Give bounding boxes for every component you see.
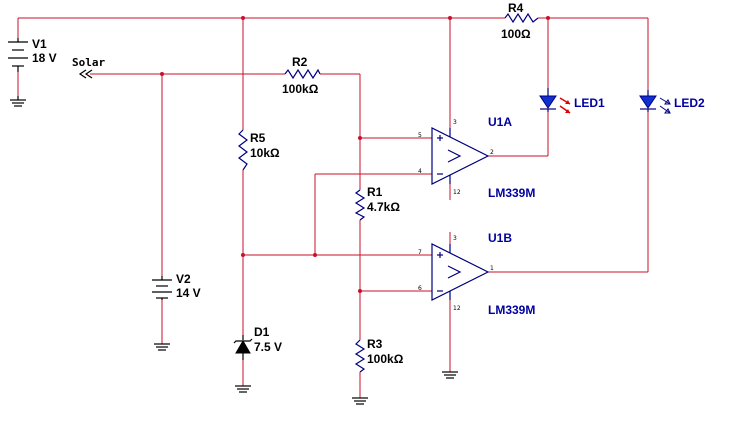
r5-value-label: 10kΩ: [250, 146, 280, 160]
led2-symbol[interactable]: [639, 90, 671, 114]
ground-icon: [154, 343, 170, 351]
light-emission-icon: [559, 97, 571, 114]
u1b-pin-inplus: 7: [418, 249, 422, 256]
ground-icon: [352, 397, 368, 405]
u1b-pin-out: 1: [490, 265, 494, 272]
u1b-pin-vplus: 3: [453, 235, 457, 242]
comparator-u1b-symbol[interactable]: [431, 243, 490, 301]
u1b-part-label: LM339M: [488, 303, 535, 317]
resistor-r2-symbol[interactable]: [284, 68, 321, 80]
r4-value-label: 100Ω: [501, 27, 531, 41]
solar-net-label: Solar: [72, 56, 105, 69]
u1b-name-label: U1B: [488, 231, 512, 245]
r1-value-label: 4.7kΩ: [367, 200, 400, 214]
u1a-part-label: LM339M: [488, 186, 535, 200]
u1a-name-label: U1A: [488, 115, 512, 129]
resistor-r5-symbol[interactable]: [238, 129, 248, 171]
u1b-pin-gnd: 12: [453, 305, 461, 312]
v2-name-label: V2: [176, 272, 191, 286]
led2-name-label: LED2: [674, 96, 705, 110]
resistor-r4-symbol[interactable]: [504, 12, 539, 24]
wires: [17, 17, 649, 398]
resistor-r1-symbol[interactable]: [354, 189, 366, 221]
comparator-u1a-symbol[interactable]: [431, 127, 490, 185]
r5-name-label: R5: [250, 131, 266, 145]
battery-v1-symbol[interactable]: [8, 38, 28, 72]
u1b-pin-inminus: 6: [418, 285, 422, 292]
v2-value-label: 14 V: [176, 286, 201, 300]
v1-name-label: V1: [32, 37, 47, 51]
ground-icon: [235, 385, 251, 393]
r2-value-label: 100kΩ: [282, 82, 319, 96]
r3-value-label: 100kΩ: [367, 352, 404, 366]
r1-name-label: R1: [367, 185, 383, 199]
d1-value-label: 7.5 V: [254, 340, 282, 354]
junctions: [160, 16, 550, 293]
v1-value-label: 18 V: [32, 51, 57, 65]
u1a-pin-inplus: 5: [418, 132, 422, 139]
r4-name-label: R4: [508, 1, 524, 15]
solar-connector-icon[interactable]: [78, 69, 93, 79]
led1-name-label: LED1: [574, 96, 605, 110]
u1a-pin-inminus: 4: [418, 168, 422, 175]
light-emission-icon: [659, 97, 671, 114]
led1-symbol[interactable]: [539, 88, 571, 114]
battery-v2-symbol[interactable]: [152, 276, 172, 300]
zener-diode-d1-symbol[interactable]: [233, 335, 253, 360]
u1a-pin-gnd: 12: [453, 189, 461, 196]
u1a-pin-vplus: 3: [453, 119, 457, 126]
u1a-pin-out: 2: [490, 149, 494, 156]
d1-name-label: D1: [254, 325, 270, 339]
r2-name-label: R2: [292, 55, 308, 69]
r3-name-label: R3: [367, 337, 383, 351]
ground-icon: [10, 96, 26, 107]
resistor-r3-symbol[interactable]: [354, 339, 366, 373]
ground-icon: [442, 371, 458, 379]
